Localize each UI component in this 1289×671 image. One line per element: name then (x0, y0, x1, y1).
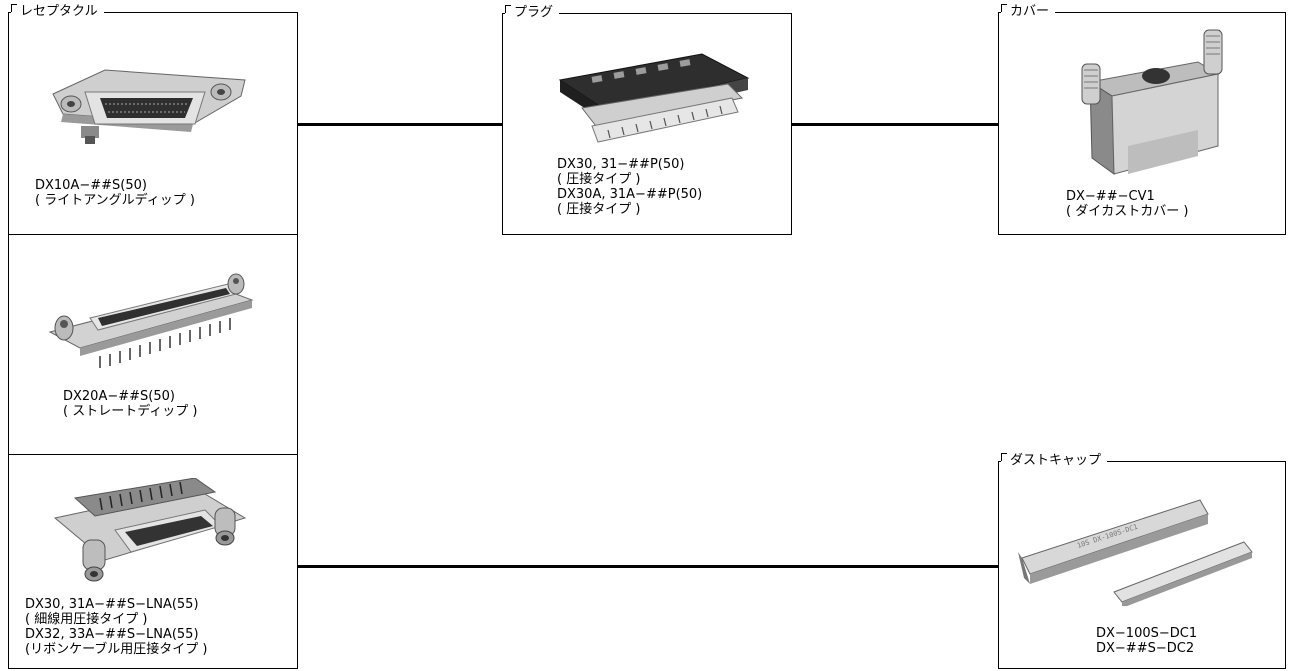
caption-line: DX−100S−DC1 (1096, 626, 1198, 641)
caption-line: ( ストレートディップ ) (63, 404, 198, 419)
dust-cap-image: 10S DX-100S-DC1 (1018, 499, 1253, 606)
caption-line: ( 圧接タイプ ) (557, 172, 641, 187)
dx30-receptacle-caption: DX30, 31A−##S−LNA(55) ( 細線用圧接タイプ ) DX32,… (25, 597, 208, 657)
dx30-receptacle-image (53, 478, 247, 582)
caption-line: ( ダイカストカバー ) (1066, 204, 1189, 219)
dust-cap-title: ダストキャップ (1001, 452, 1108, 470)
caption-line: DX32, 33A−##S−LNA(55) (25, 627, 199, 642)
plug-title: プラグ (505, 4, 560, 22)
cover-caption: DX−##−CV1 ( ダイカストカバー ) (1066, 189, 1188, 219)
cover-title: カバー (1001, 3, 1056, 21)
caption-line: DX20A−##S(50) (63, 389, 175, 404)
caption-line: DX−##S−DC2 (1096, 641, 1195, 656)
caption-line: DX10A−##S(50) (35, 178, 147, 193)
receptacle-box-2 (8, 234, 298, 455)
caption-line: ( 細線用圧接タイプ ) (25, 612, 148, 627)
caption-line: (リボンケーブル用圧接タイプ ) (25, 642, 208, 657)
dx10a-caption: DX10A−##S(50) ( ライトアングルディップ ) (35, 178, 195, 208)
caption-line: DX30, 31−##P(50) (557, 157, 685, 172)
plug-connector-image (558, 53, 750, 143)
receptacle-to-dust-cap-line (298, 565, 998, 568)
dx20a-caption: DX20A−##S(50) ( ストレートディップ ) (63, 389, 198, 419)
dx10a-connector-image (52, 69, 246, 144)
dx20a-connector-image (48, 273, 254, 368)
cover-image (1081, 29, 1223, 176)
caption-line: DX30A, 31A−##P(50) (557, 187, 703, 202)
plug-to-cover-line (792, 123, 998, 126)
plug-caption: DX30, 31−##P(50) ( 圧接タイプ ) DX30A, 31A−##… (557, 157, 702, 217)
caption-line: DX30, 31A−##S−LNA(55) (25, 597, 199, 612)
receptacle-to-plug-line (298, 123, 502, 126)
caption-line: DX−##−CV1 (1066, 189, 1155, 204)
receptacle-title: レセプタクル (11, 3, 104, 21)
caption-line: ( 圧接タイプ ) (557, 202, 641, 217)
caption-line: ( ライトアングルディップ ) (35, 193, 195, 208)
dust-cap-caption: DX−100S−DC1 DX−##S−DC2 (1096, 626, 1197, 656)
